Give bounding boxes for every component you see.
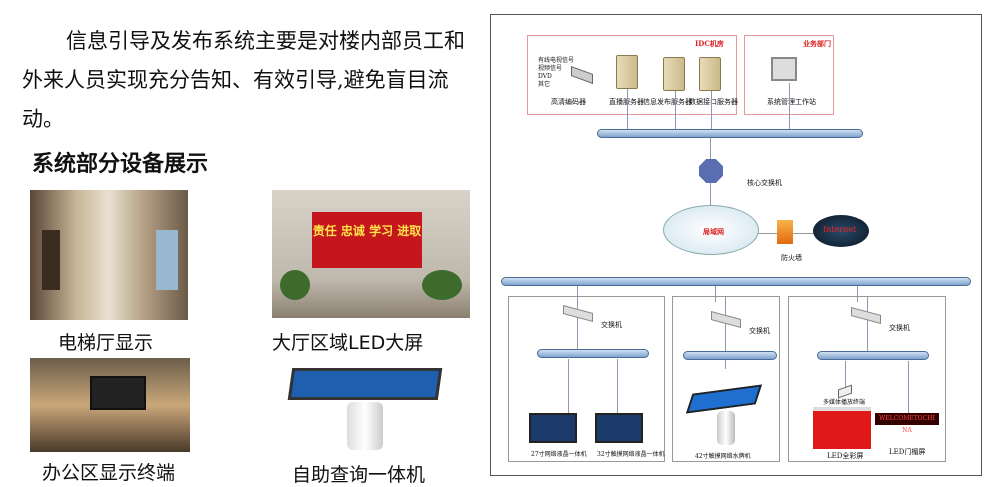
led-screen-text: 责任 忠诚 学习 进取 <box>312 212 422 268</box>
switch-label: 交换机 <box>749 327 770 335</box>
lan-cloud <box>663 205 759 255</box>
workstation-label: 系统管理工作站 <box>767 98 816 106</box>
zone-1: 交换机 27寸网络液晶一体机 32寸触摸网络液晶一体机 <box>508 296 665 462</box>
idc-label: IDC机房 <box>695 39 724 48</box>
data-server-icon <box>699 57 721 91</box>
dev42-label: 42寸触摸网络水牌机 <box>695 453 751 460</box>
firewall-label: 防火墙 <box>781 254 802 262</box>
live-server-icon <box>616 55 638 89</box>
switch-label: 交换机 <box>601 321 622 329</box>
core-switch-label: 核心交换机 <box>747 179 782 187</box>
workstation-icon <box>771 57 797 81</box>
led-door-label: LED门楣屏 <box>889 448 926 456</box>
live-server-label: 直播服务器 <box>609 97 644 107</box>
elevator-hall-photo <box>30 190 188 320</box>
core-switch-icon <box>699 159 723 183</box>
intro-paragraph: 信息引导及发布系统主要是对楼内部员工和外来人员实现充分告知、有效引导,避免盲目流… <box>22 29 465 131</box>
office-display-photo <box>30 358 190 452</box>
caption-elevator: 电梯厅显示 <box>58 332 154 354</box>
zone-2: 交换机 42寸触摸网络水牌机 <box>672 296 780 462</box>
backbone-bus <box>597 129 863 138</box>
distribution-bus <box>501 277 971 286</box>
caption-lobby-led: 大厅区域LED大屏 <box>272 332 424 354</box>
encoder-label: 高清编码器 <box>551 98 586 106</box>
lan-label: 局域网 <box>703 227 724 236</box>
led-full-screen <box>813 407 871 449</box>
kiosk-42-icon <box>685 384 763 414</box>
section-heading: 系统部分设备展示 <box>32 152 209 177</box>
switch-icon <box>563 304 593 323</box>
dev32-label: 32寸触摸网络液晶一体机 <box>597 451 665 458</box>
caption-office: 办公区显示终端 <box>42 462 176 484</box>
dept-label: 业务部门 <box>803 39 831 48</box>
firewall-icon <box>777 220 793 244</box>
switch-label: 交换机 <box>889 324 910 332</box>
player-label: 多媒体播放终端 <box>823 399 866 406</box>
dev27-label: 27寸网络液晶一体机 <box>531 451 587 458</box>
led-door-text: WELCOMETOCHI NA <box>875 413 939 434</box>
switch-icon <box>851 306 881 325</box>
kiosk-photo <box>285 364 445 456</box>
caption-kiosk: 自助查询一体机 <box>292 464 426 486</box>
internet-label: Internet <box>823 225 857 234</box>
info-server-label: 信息发布服务器 <box>643 98 692 106</box>
display-32-icon <box>595 413 643 443</box>
lobby-led-photo: 责任 忠诚 学习 进取 <box>272 190 470 318</box>
internet-cloud <box>813 215 869 247</box>
info-server-icon <box>663 57 685 91</box>
zone-3: 交换机 多媒体播放终端 WELCOMETOCHI NA LED全彩屏 LED门楣… <box>788 296 946 462</box>
display-27-icon <box>529 413 577 443</box>
switch-icon <box>711 310 741 329</box>
data-server-label: 数据接口服务器 <box>689 98 738 106</box>
led-full-label: LED全彩屏 <box>827 452 864 460</box>
